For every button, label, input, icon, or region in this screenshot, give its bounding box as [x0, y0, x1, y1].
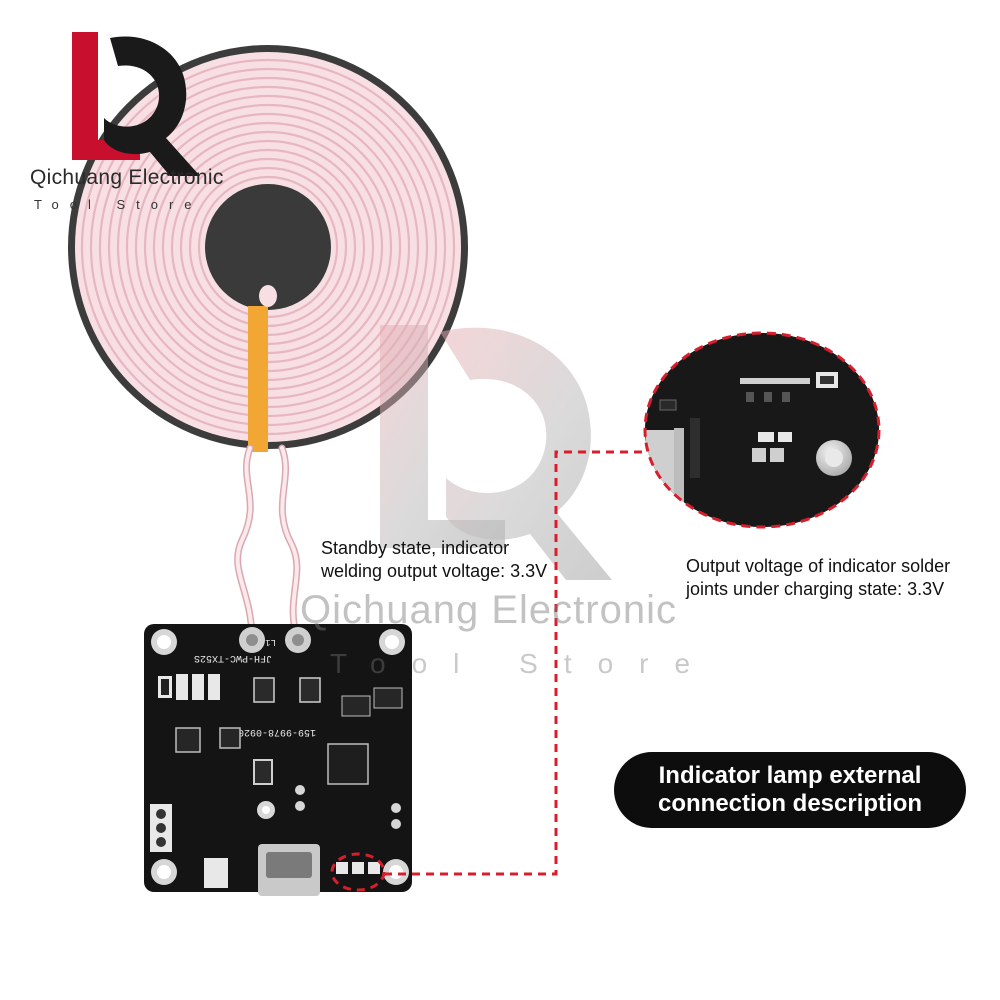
title-badge-line2: connection description — [657, 790, 923, 817]
zoomed-indicator-detail — [643, 331, 881, 529]
pcb-coil-pad-label: L1 — [265, 637, 276, 647]
charging-annotation: Output voltage of indicator solder joint… — [686, 556, 951, 599]
brand-subtitle: Tool Store — [34, 197, 203, 212]
title-badge-line1: Indicator lamp external — [658, 762, 922, 789]
lq-logo-icon — [72, 32, 200, 177]
title-badge: Indicator lamp external connection descr… — [614, 752, 966, 828]
pcb-model-label: JFH-PWC-TX52S — [194, 652, 272, 663]
brand-name: Qichuang Electronic — [30, 166, 224, 189]
watermark-logo-icon — [380, 325, 612, 580]
coil-lead-wires — [234, 444, 302, 644]
watermark-subtitle: Tool Store — [330, 648, 717, 679]
indicator-callout — [330, 450, 644, 892]
standby-annotation: Standby state, indicator welding output … — [321, 538, 548, 581]
pcb-board: L1 JFH-PWC-TX52S 159-9978-0920 — [144, 624, 412, 896]
watermark-name: Qichuang Electronic — [300, 588, 677, 632]
pcb-phone-label: 159-9978-0920 — [238, 726, 316, 737]
